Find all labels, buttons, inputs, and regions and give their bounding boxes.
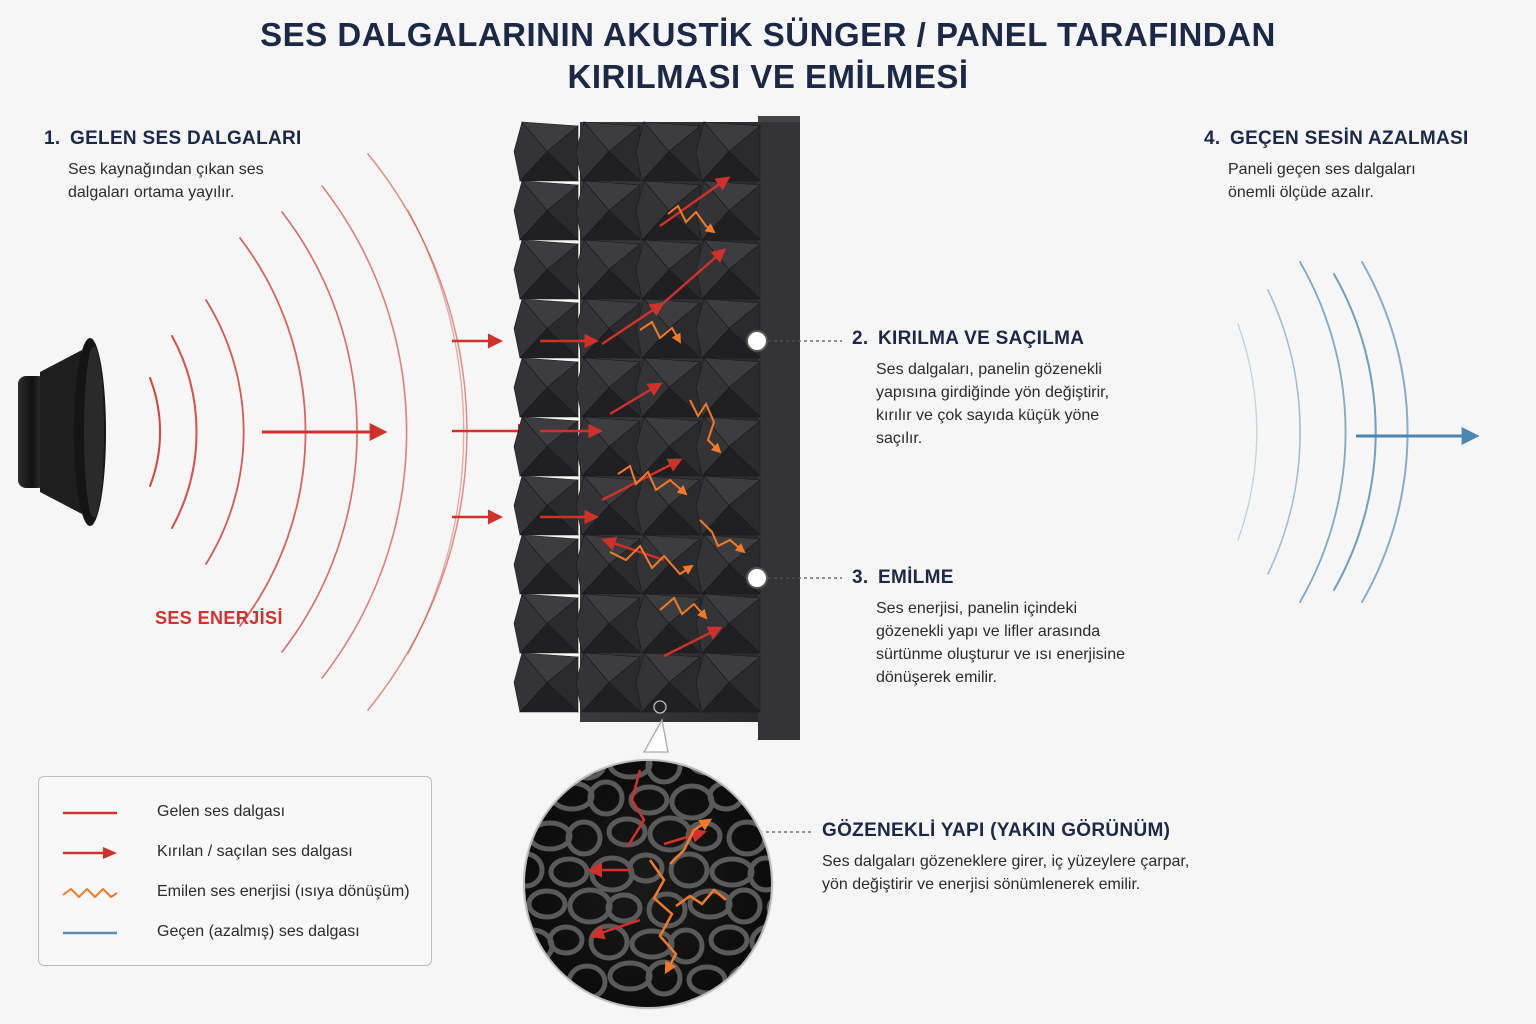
legend-line-red-icon <box>61 803 121 823</box>
pore-cell <box>528 967 560 993</box>
step-2-text: Ses dalgaları, panelin gözenekli yapısın… <box>876 358 1272 450</box>
step-3-text: Ses enerjisi, panelin içindeki gözenekli… <box>876 597 1272 689</box>
legend-label: Emilen ses enerjisi (ısıya dönüşüm) <box>157 883 410 901</box>
legend-line-blue-icon <box>61 923 121 943</box>
legend-label: Gelen ses dalgası <box>157 803 285 821</box>
legend-item-incoming: Gelen ses dalgası <box>61 801 421 825</box>
porous-closeup <box>510 746 810 1010</box>
foam-panel <box>514 116 800 740</box>
closeup-heading: GÖZENEKLİ YAPI (YAKIN GÖRÜNÜM) <box>822 820 1262 842</box>
speaker-icon <box>18 338 106 526</box>
step-2-number: 2. <box>852 328 878 350</box>
step-1-number: 1. <box>44 128 70 150</box>
legend: Gelen ses dalgası Kırılan / saçılan ses … <box>38 776 432 966</box>
step-3-number: 3. <box>852 567 878 589</box>
pore-cell <box>751 782 787 814</box>
legend-label: Geçen (azalmış) ses dalgası <box>157 923 360 941</box>
pore-cell <box>569 746 605 778</box>
legend-label: Kırılan / saçılan ses dalgası <box>157 843 353 861</box>
step-3-heading: EMİLME <box>878 567 954 588</box>
pore-cell <box>768 751 800 777</box>
pore-cell <box>769 895 805 921</box>
pore-cell <box>730 746 770 778</box>
step-1-heading: GELEN SES DALGALARI <box>70 128 302 149</box>
sound-energy-label: SES ENERJİSİ <box>155 608 283 629</box>
incoming-arrows <box>262 341 530 517</box>
legend-arrow-red-icon <box>61 843 121 863</box>
legend-item-absorbed: Emilen ses enerjisi (ısıya dönüşüm) <box>61 881 421 905</box>
step-2: 2.KIRILMA VE SAÇILMA Ses dalgaları, pane… <box>852 328 1272 450</box>
closeup-text: Ses dalgaları gözeneklere girer, iç yüze… <box>822 850 1262 896</box>
legend-zigzag-orange-icon <box>61 883 121 903</box>
legend-item-scattered: Kırılan / saçılan ses dalgası <box>61 841 421 865</box>
step-1: 1.GELEN SES DALGALARI Ses kaynağından çı… <box>44 128 424 204</box>
closeup-callout: GÖZENEKLİ YAPI (YAKIN GÖRÜNÜM) Ses dalga… <box>822 820 1262 896</box>
pore-cell <box>768 963 800 989</box>
pore-cell <box>528 747 560 773</box>
legend-item-transmitted: Geçen (azalmış) ses dalgası <box>61 921 421 945</box>
step-4: 4.GEÇEN SESİN AZALMASI Paneli geçen ses … <box>1204 128 1524 204</box>
step-2-heading: KIRILMA VE SAÇILMA <box>878 328 1084 349</box>
step-4-heading: GEÇEN SESİN AZALMASI <box>1230 128 1469 149</box>
step-4-number: 4. <box>1204 128 1230 150</box>
step-4-text: Paneli geçen ses dalgaları önemli ölçüde… <box>1228 158 1524 204</box>
step-1-text: Ses kaynağından çıkan ses dalgaları orta… <box>68 158 424 204</box>
step-3: 3.EMİLME Ses enerjisi, panelin içindeki … <box>852 567 1272 689</box>
pore-cell <box>511 786 547 818</box>
